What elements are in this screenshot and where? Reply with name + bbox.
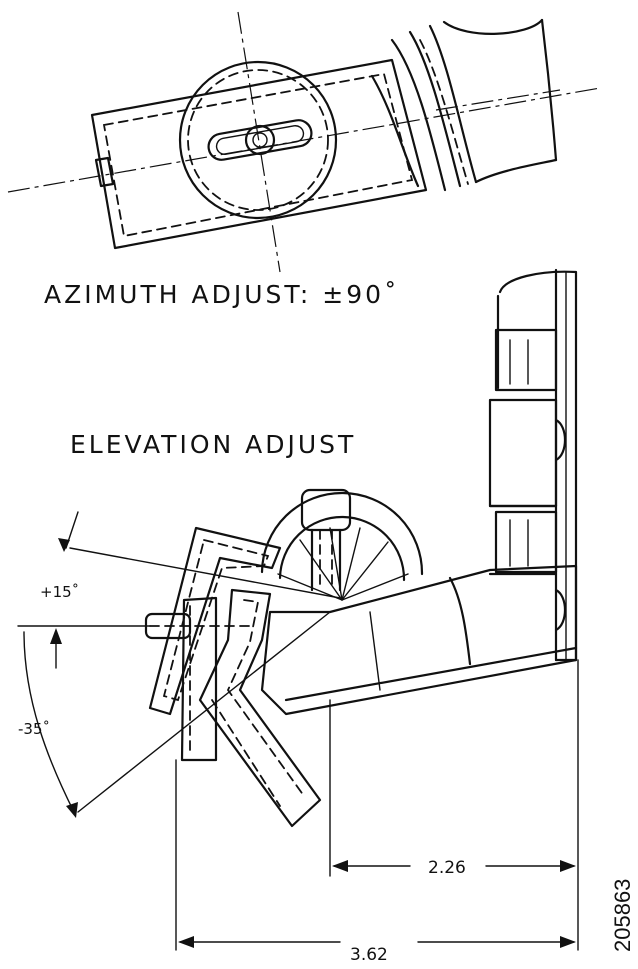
tilt-bracket-lower: [198, 588, 322, 828]
dim-small-arrow-right: [560, 860, 576, 872]
dim-large-arrow-left: [178, 936, 194, 948]
angle-up-arrowhead: [58, 538, 70, 552]
azimuth-bracket-hidden-edge: [102, 72, 414, 238]
azimuth-adjust-label: AZIMUTH ADJUST: ±90˚: [44, 280, 400, 309]
dim-small-arrow-left: [332, 860, 348, 872]
azimuth-tab: [94, 156, 115, 188]
angle-down-extension: [77, 611, 331, 813]
azimuth-bolt-center: [252, 132, 268, 148]
angle-up-label: +15˚: [40, 583, 79, 601]
azimuth-saddle: [370, 18, 561, 192]
angle-down-arc: [23, 631, 75, 813]
angle-up-extension: [69, 547, 341, 599]
elevation-side-view: +15˚ -35˚ 2.26 3.62: [17, 268, 579, 965]
post-clamp-upper: [494, 328, 558, 392]
dimensions: [175, 659, 579, 951]
mounting-post: [488, 268, 578, 662]
azimuth-top-view: [7, 11, 601, 273]
azimuth-vertical-centerline: [237, 11, 281, 273]
elevation-protractor: [260, 491, 424, 601]
post-collar-upper: [488, 398, 558, 508]
base-plate: [260, 564, 578, 716]
azimuth-bolt: [244, 124, 276, 156]
dim-small-label: 2.26: [428, 858, 466, 878]
figure-id: 205863: [610, 879, 635, 952]
elevation-adjust-label: ELEVATION ADJUST: [70, 430, 356, 459]
azimuth-centerline: [7, 87, 601, 193]
dim-large-label: 3.62: [350, 945, 388, 965]
post-clamp-lower: [494, 510, 558, 574]
angle-down-arrowhead: [66, 802, 78, 818]
mount-bracket-body: [144, 596, 251, 762]
angle-up-small-arrowhead: [50, 628, 62, 644]
elevation-lock-bolt: [300, 488, 352, 592]
tilt-bracket-upper: [148, 526, 282, 716]
azimuth-disc-hidden-edge: [187, 69, 329, 211]
azimuth-disc: [178, 60, 338, 220]
azimuth-slot: [207, 119, 313, 161]
dim-large-arrow-right: [560, 936, 576, 948]
angle-indicators: [17, 511, 341, 818]
angle-down-label: -35˚: [18, 720, 50, 738]
